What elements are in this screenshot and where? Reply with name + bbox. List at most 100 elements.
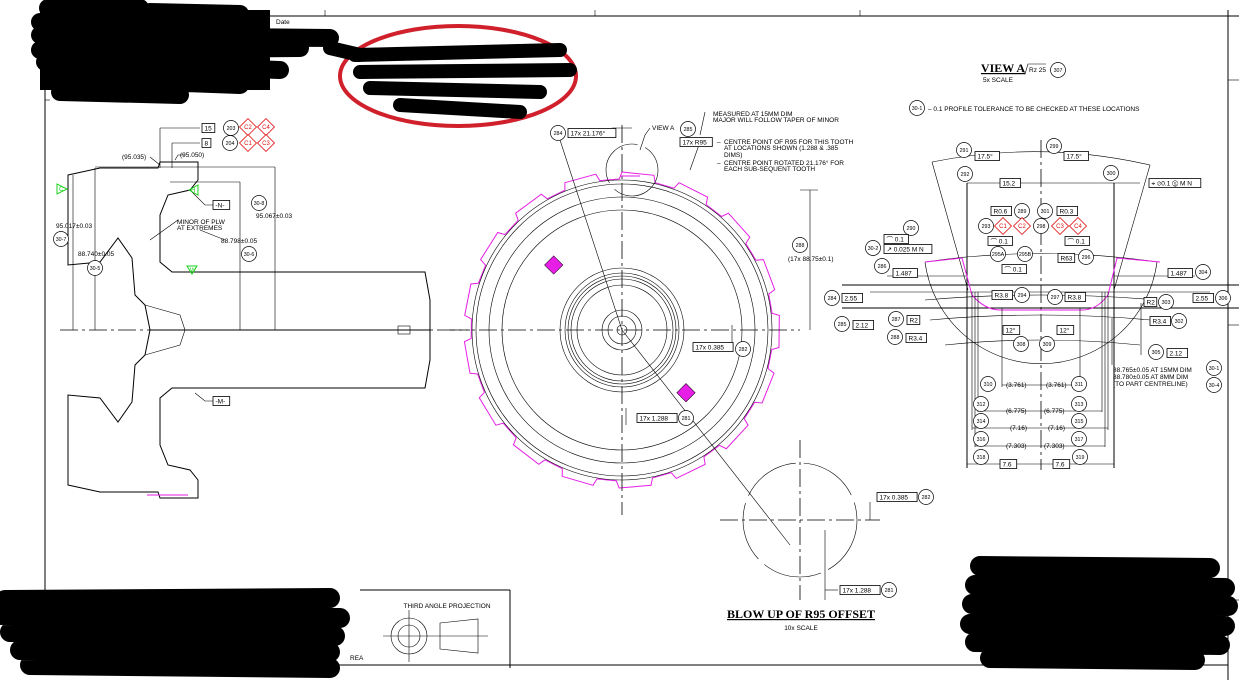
balloon-number: 281 [885,588,894,594]
box-frame [1052,459,1071,469]
balloon-number: 297 [1051,295,1060,301]
balloon: 203 [223,120,239,136]
box-value: 17x 1.288 [640,415,669,422]
box-value: 1.487 [896,270,913,277]
balloon: 300 [1103,165,1119,181]
balloon: 290 [903,220,919,236]
box-value: 7.6 [1056,461,1065,468]
box-value: -N- [216,202,225,209]
box-value: 15.2 [1003,180,1016,187]
box-frame [841,293,864,303]
balloon-circle [903,220,919,236]
dim-text: (7.303) [1006,443,1027,450]
diamond-frame [993,216,1013,236]
balloon: 30-7 [53,231,69,247]
balloon-number: 313 [1075,402,1084,408]
box-frame [1057,253,1076,263]
box-frame [999,178,1022,188]
balloon-number: 290 [907,226,916,232]
blow-up-detail [720,440,880,600]
box-frame [974,151,1000,161]
dim-box: 12° [1056,325,1075,335]
box-value: 15 [205,125,213,132]
box-frame [990,206,1013,216]
balloon-number: 315 [1075,419,1084,425]
balloon-circle [550,125,566,141]
balloon: 306 [1215,290,1231,306]
dim-text-label: (7.16) [1010,425,1027,432]
gear-tooth-profile [463,171,780,489]
balloon-circle [990,246,1006,262]
dim-box: R0.6 [990,206,1013,216]
dim-text: (95.050) [180,152,204,159]
balloon: 304 [1195,264,1211,280]
balloon: 287 [888,311,904,327]
balloon-number: 291 [960,148,969,154]
balloon-circle [241,246,257,262]
balloon-circle [1078,249,1094,265]
balloon: 303 [1158,294,1174,310]
diamond-value: C1 [999,224,1007,230]
balloon-number: 310 [984,382,993,388]
box-value: ⌒ 0.1 [991,237,1009,245]
box-frame [987,236,1013,246]
box-frame [1064,236,1090,246]
balloon-number: 300 [1107,171,1116,177]
balloon: 292 [957,166,973,182]
dim-text: (7.16) [1010,425,1027,432]
box-frame [883,234,909,244]
balloon: 301 [1037,203,1053,219]
dim-box: 17x R95 [679,137,713,147]
box-frame [567,128,617,138]
balloon: 285 [834,316,850,332]
balloon-number: 303 [1162,300,1171,306]
diamond-frame [1068,216,1088,236]
dim-text-label: (3.761) [1006,382,1027,389]
box-value: R2 [1147,299,1156,306]
dim-box: 1.487 [892,268,918,278]
view-a-scale: 5x SCALE [983,77,1014,84]
balloon-number: 296 [1082,255,1091,261]
balloon: 314 [973,413,989,429]
balloon-number: 306 [1219,296,1228,302]
char-diamond: C4 [256,117,276,137]
balloon-circle [1158,294,1174,310]
diamond-value: C4 [1074,224,1082,230]
datum-letter-label: C [59,187,64,193]
balloon-number: 30-1 [912,106,923,112]
diamond-value: C4 [262,125,270,131]
balloon-circle [881,582,897,598]
box-value: R63 [1061,255,1073,262]
box-frame [892,268,918,278]
box-value: 7.6 [1003,461,1012,468]
dim-text: (17x 88.75±0.1) [788,256,833,263]
balloon: 289 [1014,203,1030,219]
balloon-circle [973,396,989,412]
balloon: 293 [978,218,994,234]
char-diamond: C2 [238,117,258,137]
dim-box: 17x 0.385 [876,492,918,502]
balloon-circle [918,489,934,505]
section-lower [67,329,431,499]
balloon: 30-5 [87,260,103,276]
balloon-number: 285 [684,127,693,133]
fcf-box: ↗ 0.025 M N [883,244,933,254]
box-value: ⌖ ⌀0.1 Ⓢ M N [1152,180,1193,187]
box-frame [906,315,921,325]
note-text-label: MAJOR WILL FOLLOW TAPER OF MINOR [713,117,839,124]
box-frame [1063,151,1089,161]
balloon-circle [824,290,840,306]
balloon-number: 30-6 [244,252,255,258]
balloon-number: 319 [1076,455,1085,461]
dim-box: 2.12 [852,320,875,330]
box-frame [1064,292,1087,302]
balloon-circle [1037,203,1053,219]
diamond-value: C3 [1056,224,1064,230]
diamond-frame [256,117,276,137]
box-value: ⌒ 0.1 [887,235,905,243]
dim-text-label: (6.775) [1044,408,1065,415]
balloon-circle [1071,396,1087,412]
balloon-circle [957,166,973,182]
balloon: 30-1 [1206,360,1222,376]
balloon-circle [251,195,267,211]
